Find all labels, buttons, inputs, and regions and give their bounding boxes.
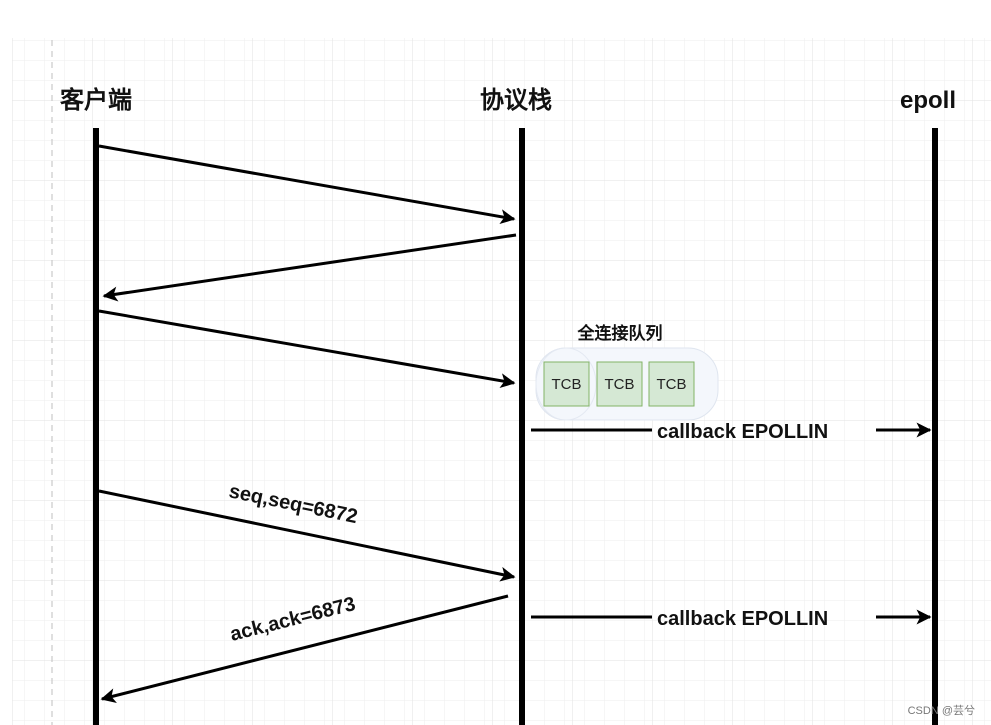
actor-client-label: 客户端 xyxy=(60,86,132,114)
tcb-box-2-label: TCB xyxy=(605,376,635,393)
queue-title: 全连接队列 xyxy=(577,323,663,343)
tcb-box-2 xyxy=(596,361,643,407)
tcb-box-3-label: TCB xyxy=(657,376,687,393)
ack-data-arrow xyxy=(100,594,509,703)
syn-arrow xyxy=(98,144,516,225)
actor-epoll-label: epoll xyxy=(900,87,956,114)
full-connection-queue: TCB TCB TCB xyxy=(535,347,719,421)
callback-1-label: callback EPOLLIN xyxy=(657,421,828,443)
seq-arrow xyxy=(98,489,516,582)
actor-stack-label: 协议栈 xyxy=(480,87,552,114)
tcb-box-3 xyxy=(648,361,695,407)
tcb-box-1 xyxy=(543,361,590,407)
queue-end-curve xyxy=(535,347,597,421)
syn-ack-arrow xyxy=(102,233,517,302)
watermark: CSDN @芸兮 xyxy=(908,703,975,717)
tcb-box-1-label: TCB xyxy=(552,376,582,393)
callback-2-label: callback EPOLLIN xyxy=(657,608,828,630)
ack-arrow xyxy=(98,309,516,389)
